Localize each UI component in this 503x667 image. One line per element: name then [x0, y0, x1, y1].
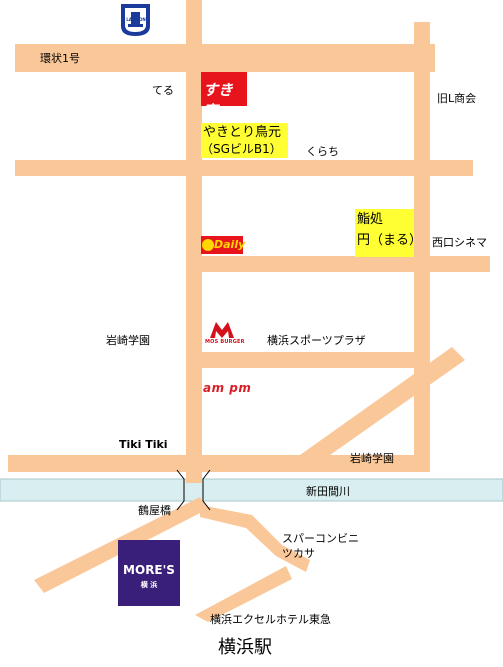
label-iwasaki-gakuen-lower: 岩崎学園: [350, 452, 394, 465]
yakitori-highlight: [201, 123, 288, 158]
mores-logo-text: MORE'S: [123, 563, 175, 577]
road-horizontal-2: [15, 160, 473, 176]
label-yokohama-station: 横浜駅: [218, 637, 272, 658]
label-nishiguchi-cinema: 西口シネマ: [432, 236, 487, 249]
road-horizontal-3: [186, 256, 490, 272]
label-super-convenience: スパーコンビニ: [282, 532, 359, 545]
road-horizontal-5: [8, 455, 420, 472]
ampm-logo-text: am pm: [203, 381, 252, 395]
label-tiki-tiki: Tiki Tiki: [119, 438, 168, 451]
label-sushi: 鮨処: [357, 212, 384, 227]
lawson-logo-text: LAWSON: [126, 17, 146, 22]
road-horizontal-4: [186, 352, 421, 368]
mores-logo-subtext: 横 浜: [140, 581, 158, 589]
label-yakitori-building: （SGビルB1）: [201, 142, 282, 156]
daily-logo-text: Daily: [214, 238, 246, 251]
label-kurachi: くらち: [306, 145, 339, 158]
label-sushi-maru: 円（まる）: [357, 233, 423, 248]
road-southeast: [200, 505, 310, 572]
label-yokohama-sports-plaza: 横浜スポーツプラザ: [267, 334, 366, 347]
sukiya-logo: すき家: [201, 72, 247, 120]
label-iwasaki-gakuen-upper: 岩崎学園: [106, 334, 150, 347]
mores-logo-box: [118, 540, 180, 606]
label-yakitori: やきとり鳥元: [203, 125, 282, 140]
daily-logo: [201, 236, 243, 254]
label-teru: てる: [152, 84, 174, 97]
label-tsukasa: ツカサ: [282, 547, 315, 560]
road-kanjo1: [15, 44, 435, 72]
lawson-logo: [121, 4, 150, 36]
label-shinta-river: 新田間川: [306, 485, 350, 498]
mos-burger-logo: [210, 322, 234, 338]
mos-burger-logo-text: MOS BURGER: [205, 339, 245, 345]
ampm-logo: am pm: [203, 381, 251, 395]
label-excel-hotel: 横浜エクセルホテル東急: [210, 613, 331, 626]
label-kanjo1: 環状1号: [40, 52, 80, 65]
label-kyu-l-shokai: 旧L商会: [437, 92, 477, 105]
roads: [8, 0, 490, 622]
bridge-marks: [176, 469, 211, 511]
road-main-vertical: [186, 0, 202, 483]
sukiya-logo-text: すき家: [203, 81, 234, 120]
river: [0, 478, 503, 502]
label-tsuruya-bridge: 鶴屋橋: [138, 504, 171, 517]
road-to-station: [195, 566, 292, 622]
sushi-highlight: [355, 209, 414, 257]
road-diagonal-upper: [300, 347, 465, 455]
